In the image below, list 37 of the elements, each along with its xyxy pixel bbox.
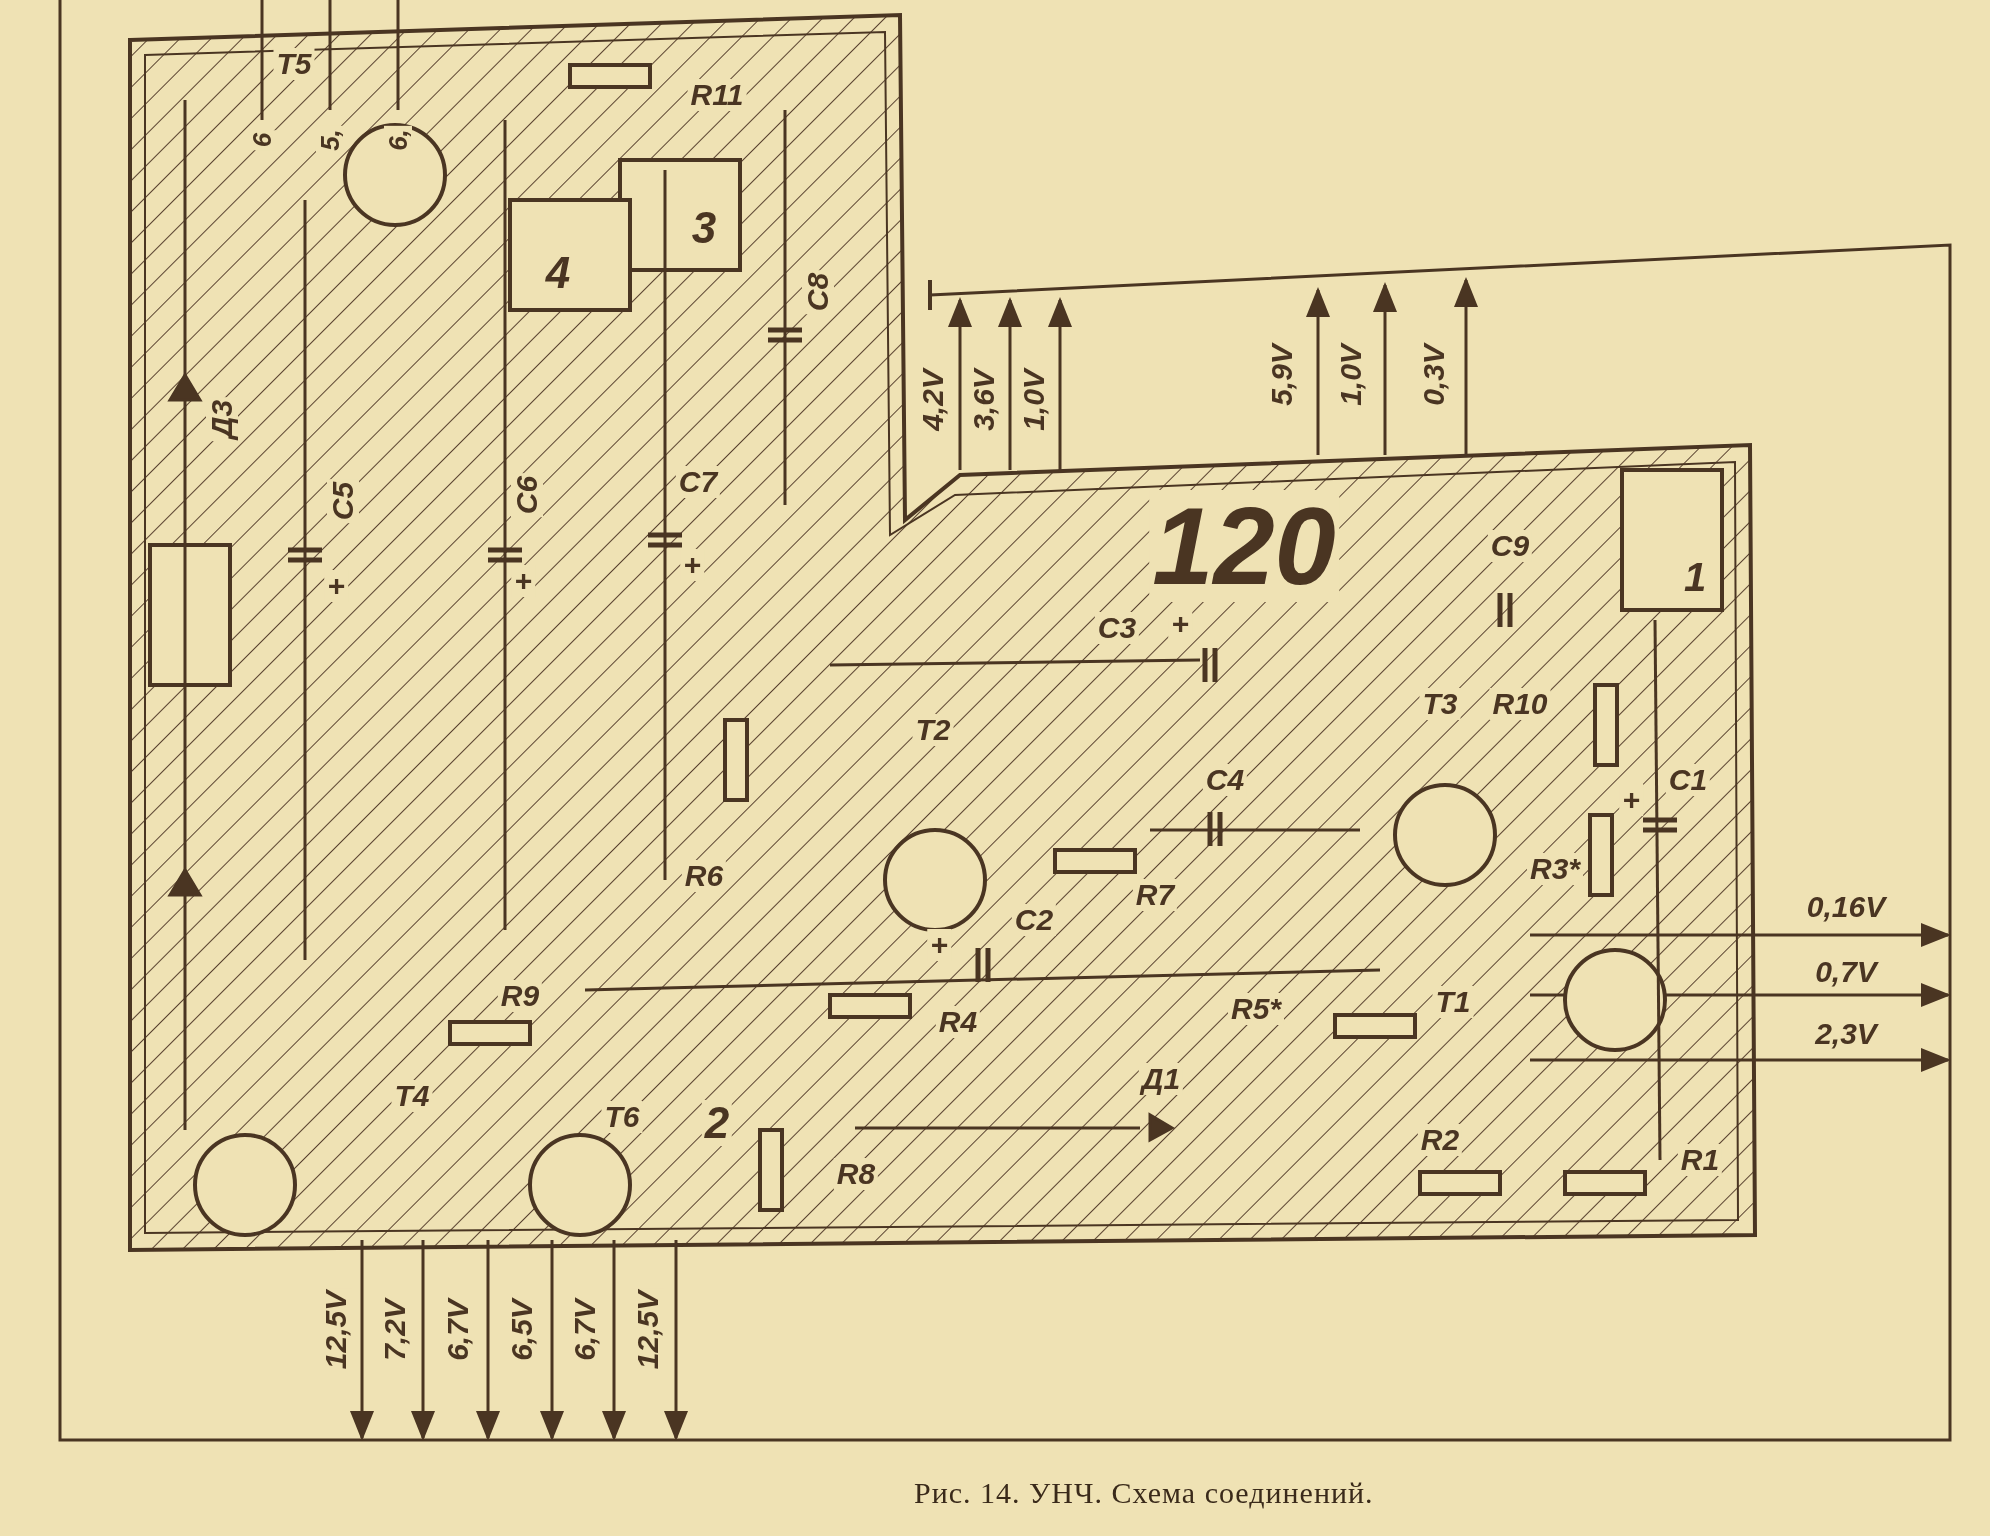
component-label: R2 xyxy=(1417,1124,1463,1156)
component-label: C8 xyxy=(802,269,834,315)
component-label: C4 xyxy=(1202,764,1248,796)
component-label: T5 xyxy=(273,48,315,80)
component-label: R10 xyxy=(1489,688,1551,720)
component-label: R4 xyxy=(935,1006,981,1038)
component-label: C1 xyxy=(1665,764,1711,796)
polarity-mark: + xyxy=(324,570,348,602)
component-label: T3 xyxy=(1419,688,1461,720)
component-label: C7 xyxy=(675,466,721,498)
component-label: C2 xyxy=(1011,904,1057,936)
component-label: R9 xyxy=(497,980,543,1012)
polarity-mark: + xyxy=(1619,784,1643,816)
component-label: R5* xyxy=(1228,993,1284,1025)
component-label: R1 xyxy=(1677,1144,1723,1176)
component-label: T4 xyxy=(391,1080,433,1112)
component-label: R6 xyxy=(681,860,727,892)
component-label: T1 xyxy=(1432,986,1474,1018)
component-label: R11 xyxy=(687,79,747,111)
component-label: C5 xyxy=(327,478,359,524)
component-label: Д1 xyxy=(1138,1063,1184,1095)
component-label: C9 xyxy=(1487,530,1533,562)
component-label: Д3 xyxy=(206,396,238,442)
pin-number: 5, xyxy=(316,126,344,154)
component-label: T6 xyxy=(601,1101,643,1133)
component-label: C6 xyxy=(511,472,543,518)
polarity-mark: + xyxy=(511,565,535,597)
component-label: R7 xyxy=(1132,879,1178,911)
component-label: R3* xyxy=(1527,853,1583,885)
component-label: C3 xyxy=(1094,612,1140,644)
polarity-mark: + xyxy=(680,549,704,581)
figure-caption: Рис. 14. УНЧ. Схема соединений. xyxy=(914,1476,1374,1510)
polarity-mark: + xyxy=(927,929,951,961)
component-label: T2 xyxy=(912,714,954,746)
board-number: 120 xyxy=(1149,490,1339,602)
board-number: 2 xyxy=(701,1100,733,1146)
component-label: R8 xyxy=(833,1158,879,1190)
